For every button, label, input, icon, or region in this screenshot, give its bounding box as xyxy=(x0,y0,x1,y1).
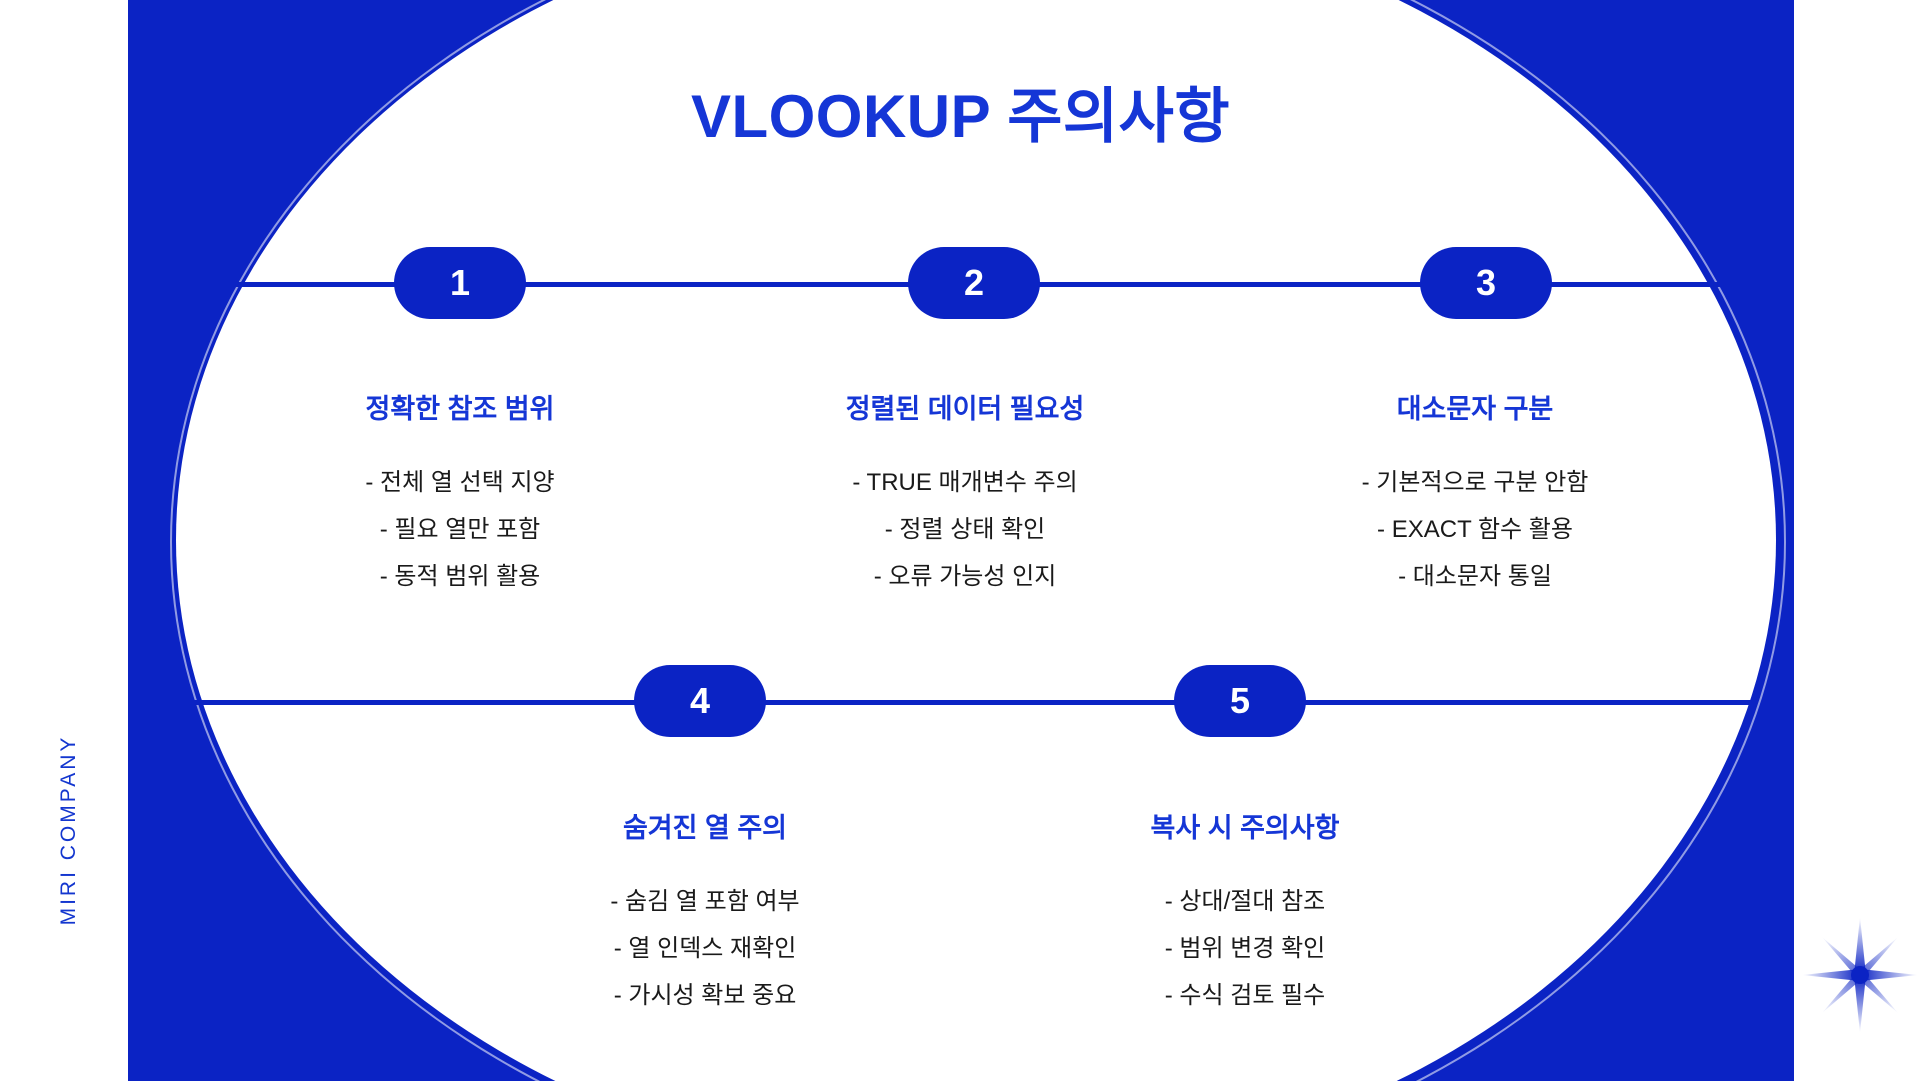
block-heading-2: 정렬된 데이터 필요성 xyxy=(845,394,1085,424)
block-bullet-list-2: - TRUE 매개변수 주의 - 정렬 상태 확인 - 오류 가능성 인지 xyxy=(755,459,1175,600)
step-badge-3[interactable]: 3 xyxy=(1420,247,1552,319)
list-item: - EXACT 함수 활용 xyxy=(1377,516,1573,544)
block-bullet-list-3: - 기본적으로 구분 안함 - EXACT 함수 활용 - 대소문자 통일 xyxy=(1265,459,1685,600)
list-item: - 열 인덱스 재확인 xyxy=(613,935,797,963)
content-block-2: 정렬된 데이터 필요성 - TRUE 매개변수 주의 - 정렬 상태 확인 - … xyxy=(755,393,1175,600)
block-heading-1: 정확한 참조 범위 xyxy=(365,394,555,424)
list-item: - 상대/절대 참조 xyxy=(1164,888,1326,916)
step-badge-4[interactable]: 4 xyxy=(634,665,766,737)
list-item: - 오류 가능성 인지 xyxy=(873,563,1057,591)
block-bullet-list-5: - 상대/절대 참조 - 범위 변경 확인 - 수식 검토 필수 xyxy=(1035,878,1455,1019)
step-badge-5[interactable]: 5 xyxy=(1174,665,1306,737)
content-block-4: 숨겨진 열 주의 - 숨김 열 포함 여부 - 열 인덱스 재확인 - 가시성 … xyxy=(495,812,915,1019)
list-item: - TRUE 매개변수 주의 xyxy=(852,469,1078,497)
brand-label: MIRI COMPANY xyxy=(57,734,80,926)
block-bullet-list-1: - 전체 열 선택 지양 - 필요 열만 포함 - 동적 범위 활용 xyxy=(250,459,670,600)
step-badge-2[interactable]: 2 xyxy=(908,247,1040,319)
page-title: VLOOKUP 주의사항 xyxy=(690,83,1231,150)
list-item: - 가시성 확보 중요 xyxy=(613,982,797,1010)
content-block-1: 정확한 참조 범위 - 전체 열 선택 지양 - 필요 열만 포함 - 동적 범… xyxy=(250,393,670,600)
list-item: - 수식 검토 필수 xyxy=(1164,982,1326,1010)
list-item: - 대소문자 통일 xyxy=(1398,563,1552,591)
sparkle-star-icon xyxy=(1802,917,1918,1033)
block-heading-5: 복사 시 주의사항 xyxy=(1150,813,1340,843)
list-item: - 정렬 상태 확인 xyxy=(884,516,1046,544)
background-ellipse-outline xyxy=(170,0,1786,1081)
block-heading-3: 대소문자 구분 xyxy=(1396,394,1554,424)
list-item: - 기본적으로 구분 안함 xyxy=(1361,469,1589,497)
content-block-5: 복사 시 주의사항 - 상대/절대 참조 - 범위 변경 확인 - 수식 검토 … xyxy=(1035,812,1455,1019)
list-item: - 범위 변경 확인 xyxy=(1164,935,1326,963)
step-badge-1[interactable]: 1 xyxy=(394,247,526,319)
content-block-3: 대소문자 구분 - 기본적으로 구분 안함 - EXACT 함수 활용 - 대소… xyxy=(1265,393,1685,600)
list-item: - 숨김 열 포함 여부 xyxy=(610,888,800,916)
list-item: - 필요 열만 포함 xyxy=(379,516,541,544)
block-bullet-list-4: - 숨김 열 포함 여부 - 열 인덱스 재확인 - 가시성 확보 중요 xyxy=(495,878,915,1019)
list-item: - 전체 열 선택 지양 xyxy=(365,469,555,497)
list-item: - 동적 범위 활용 xyxy=(379,563,541,591)
block-heading-4: 숨겨진 열 주의 xyxy=(622,813,788,843)
timeline-rail-bottom xyxy=(163,700,1755,705)
